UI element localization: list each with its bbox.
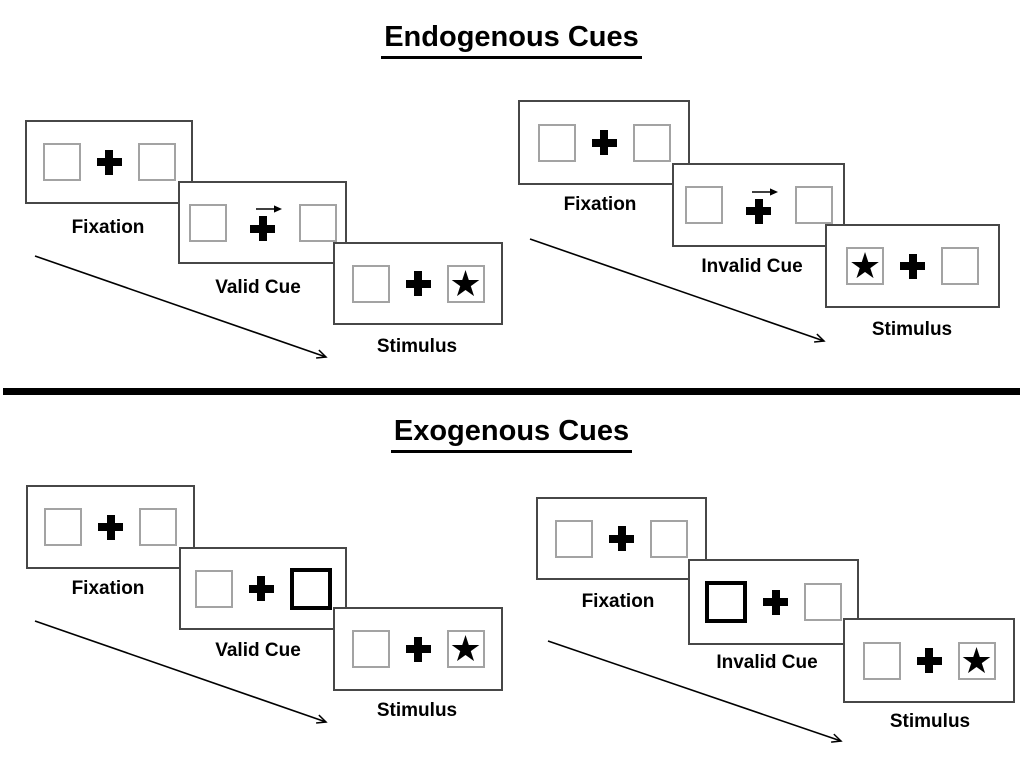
left-placeholder-box: [555, 519, 593, 558]
section-divider: [3, 388, 1020, 395]
star-target-box: ★: [446, 262, 485, 304]
fixation-label: Fixation: [71, 578, 145, 599]
section-title-exogenous: Exogenous Cues: [0, 415, 1023, 453]
right-placeholder-box: [804, 583, 842, 621]
stimulus-label: Stimulus: [376, 336, 458, 357]
left-placeholder-box: [194, 569, 233, 608]
fixation-label: Fixation: [71, 217, 145, 238]
timeline-arrow-endogenous-valid: [34, 255, 328, 359]
highlighted-cue-box: [705, 581, 747, 623]
fixation-cross-icon: [96, 149, 122, 175]
fixation-cross-icon: [248, 576, 274, 601]
section-title-text: Exogenous Cues: [390, 415, 633, 453]
fixation-cross-icon: [916, 648, 942, 673]
central-cue: [739, 187, 779, 224]
fixation-label: Fixation: [563, 194, 637, 215]
left-placeholder-box: [42, 143, 81, 181]
fixation-cross-icon: [900, 253, 925, 279]
left-placeholder-box: [862, 641, 901, 680]
cue-label: Valid Cue: [215, 277, 301, 298]
stimulus-label: Stimulus: [889, 711, 971, 732]
left-placeholder-box: [684, 186, 723, 224]
star-icon: ★: [848, 245, 882, 286]
right-arrow-icon: [751, 187, 778, 196]
endogenous-invalid-stimulus-panel: ★: [825, 224, 1000, 308]
left-placeholder-box: [351, 630, 390, 668]
section-title-text: Endogenous Cues: [381, 21, 642, 59]
star-target-box: ★: [957, 639, 996, 681]
left-placeholder-box: [537, 123, 576, 162]
exogenous-valid-cue-panel: [179, 547, 347, 630]
exogenous-valid-stimulus-panel: ★: [333, 607, 503, 691]
fixation-cross-icon: [591, 130, 617, 155]
left-placeholder-box: [44, 508, 82, 546]
fixation-cross-icon: [250, 216, 275, 241]
endogenous-valid-cue-panel: [178, 181, 347, 264]
right-placeholder-box: [298, 203, 337, 242]
right-arrow-icon: [255, 205, 282, 213]
endogenous-valid-stimulus-panel: ★: [333, 242, 503, 325]
fixation-cross-icon: [405, 271, 431, 296]
cue-label: Invalid Cue: [701, 256, 803, 277]
stimulus-label: Stimulus: [871, 319, 953, 340]
fixation-cross-icon: [98, 514, 123, 540]
fixation-cross-icon: [609, 526, 634, 551]
fixation-cross-icon: [746, 198, 771, 224]
timeline-arrow-exogenous-invalid: [547, 640, 843, 743]
cue-label: Invalid Cue: [716, 652, 818, 673]
left-placeholder-box: [188, 203, 227, 242]
star-target-box: ★: [446, 628, 485, 669]
endogenous-valid-fixation-panel: [25, 120, 193, 204]
central-cue: [243, 204, 283, 241]
fixation-label: Fixation: [581, 591, 655, 612]
exogenous-invalid-fixation-panel: [536, 497, 707, 580]
cue-label: Valid Cue: [215, 640, 301, 661]
left-placeholder-box: [351, 264, 390, 303]
right-placeholder-box: [139, 508, 177, 546]
star-icon: ★: [960, 639, 993, 681]
right-placeholder-box: [794, 186, 833, 224]
star-target-box: ★: [846, 247, 884, 285]
section-title-endogenous: Endogenous Cues: [0, 21, 1023, 59]
fixation-cross-icon: [763, 589, 788, 615]
right-placeholder-box: [650, 519, 688, 558]
exogenous-invalid-cue-panel: [688, 559, 859, 645]
timeline-arrow-exogenous-valid: [34, 620, 328, 724]
star-icon: ★: [449, 262, 482, 304]
right-placeholder-box: [137, 143, 176, 181]
star-icon: ★: [449, 628, 482, 669]
right-placeholder-box: [941, 247, 979, 285]
exogenous-valid-fixation-panel: [26, 485, 195, 569]
right-placeholder-box: [632, 123, 671, 162]
fixation-cross-icon: [405, 636, 431, 662]
endogenous-invalid-cue-panel: [672, 163, 845, 247]
exogenous-invalid-stimulus-panel: ★: [843, 618, 1015, 703]
highlighted-cue-box: [289, 567, 332, 610]
stimulus-label: Stimulus: [376, 700, 458, 721]
timeline-arrow-endogenous-invalid: [529, 238, 826, 343]
endogenous-invalid-fixation-panel: [518, 100, 690, 185]
